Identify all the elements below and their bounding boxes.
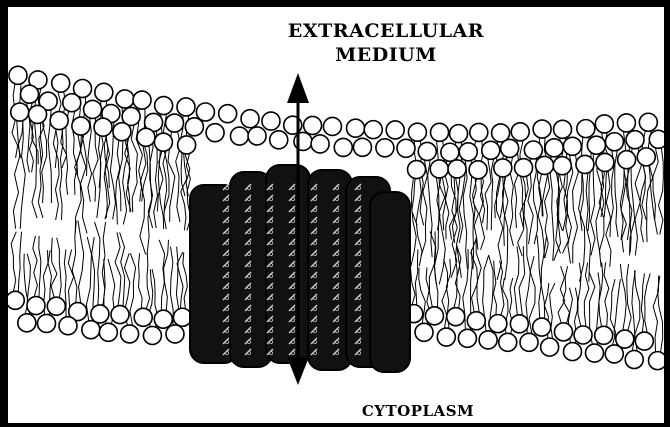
extracellular-label-line2: MEDIUM [256,43,516,67]
membrane-diagram-panel: EXTRACELLULAR MEDIUM CYTOPLASM [8,7,664,423]
cytoplasm-label: CYTOPLASM [328,402,508,420]
extracellular-label-line1: EXTRACELLULAR [256,19,516,43]
extracellular-medium-label: EXTRACELLULAR MEDIUM [256,19,516,67]
membrane-diagram [8,7,664,423]
channel-protein [190,165,410,372]
